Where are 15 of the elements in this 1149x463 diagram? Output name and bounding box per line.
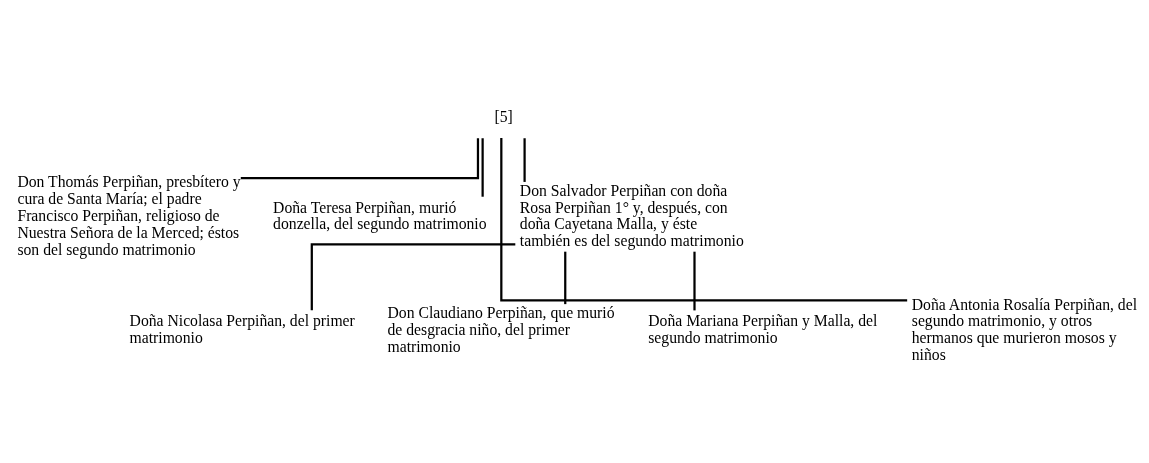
node-text: Doña Nicolasa Perpiñan, del primer matrimonio: [129, 312, 355, 347]
node-text: Don Salvador Perpiñan con doña Rosa Perpiñan 1° y, después, con doña Cayetana Malla, y éste también es del segundo matrimonio: [519, 181, 744, 250]
connector: [564, 251, 567, 305]
node-text: Don Claudiano Perpiñan, que murió de desgracia niño, del primer matrimonio: [387, 304, 615, 355]
node-text: Doña Antonia Rosalía Perpiñan, del segundo matrimonio, y otros hermanos que murieron mosos y niños: [911, 295, 1138, 364]
connector: [310, 243, 516, 311]
connector: [240, 138, 480, 180]
connector: [693, 251, 696, 311]
node-text: Doña Mariana Perpiñan y Malla, del segundo matrimonio: [648, 312, 878, 347]
connector: [500, 137, 908, 302]
connector: [523, 138, 526, 182]
node-text: Don Thomás Perpiñan, presbítero y cura de Santa María; el padre Francisco Perpiñan, religioso de Nuestra Señora de la Merced; éstos son del segundo matrimonio: [17, 173, 241, 258]
connector: [481, 138, 484, 197]
node-text: Doña Teresa Perpiñan, murió donzella, del segundo matrimonio: [273, 198, 487, 233]
node-text: [5]: [494, 107, 513, 125]
